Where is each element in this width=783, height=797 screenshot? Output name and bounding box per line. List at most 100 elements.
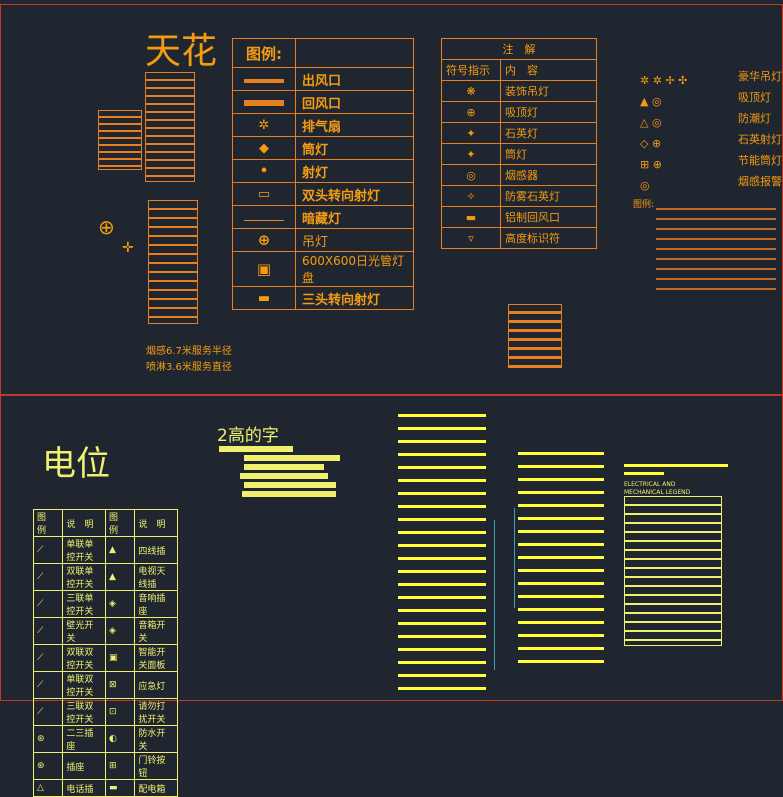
fog-quartz-icon: ✧ [441,185,501,207]
table-cell: 配电箱 [134,779,178,797]
return-vent-icon [244,99,284,106]
table-cell: 音响插座 [134,590,178,618]
table-header: 说 明 [134,509,178,537]
electric-list-bracket [514,508,519,608]
right-label: 节能筒灯 [738,154,782,167]
electric-subtitle: 2高的字 [217,426,279,446]
electric-list-column-2 [518,442,604,664]
legend-label: 筒灯 [295,136,414,160]
table-header: 图 例 [104,509,136,537]
height-marker-icon: ▿ [441,227,501,249]
mini-legend-block [98,110,142,170]
electric-title: 电位 [42,444,110,484]
legend-label: 射灯 [295,159,414,183]
mini-legend-block [148,200,198,324]
note-label: 筒灯 [500,143,597,165]
table-cell: 三联单控开关 [62,590,106,618]
note-label: 铝制回风口 [500,206,597,228]
text-bar [244,455,340,461]
notes-col2: 内 容 [500,59,597,81]
pendant-icon: ⊕ [232,228,296,252]
table-cell: 电话插 [62,779,106,797]
legend-label: 600X600日光管灯盘 [295,251,414,287]
right-label: 吸顶灯 [738,91,771,104]
chandelier-icon: ❋ [441,80,501,102]
ceiling-title: 天花 [145,31,218,72]
table-cell: 壁光开关 [62,617,106,645]
triple-spotlight-icon: ▬ [232,286,296,310]
table-cell: 单联双控开关 [62,671,106,699]
note-label: 防雾石英灯 [500,185,597,207]
table-cell: 门铃按钮 [134,752,178,780]
table-cell: 电视天线插 [134,563,178,591]
legend-header: 图例: [232,38,296,68]
legend-title-1: ELECTRICAL AND [624,481,676,488]
note-label: 高度标识符 [500,227,597,249]
table-cell: 音箱开关 [134,617,178,645]
right-label: 豪华吊灯 [738,70,782,83]
detector-note-2: 喷淋3.6米服务直径 [146,362,232,373]
text-bar [244,482,336,488]
smoke-detector-icon: ◎ [441,164,501,186]
table-cell: 应急灯 [134,671,178,699]
right-label: 石英射灯 [738,133,782,146]
downlight-icon: ◆ [232,136,296,160]
crosshair-icon: ⊕ [98,215,115,239]
ceiling-legend-table: 图例: 出风口 回风口 ✲排气扇 ◆筒灯 •射灯 ▭双头转向射灯 暗藏灯 ⊕吊灯… [232,38,414,310]
mini-legend-block [145,72,195,182]
grid-light-icon: ▣ [232,251,296,287]
electric-legend-table: 图 例 说 明 图 例 说 明 ⟋单联单控开关▲四线插 ⟋双联单控开关▲电视天线… [32,509,178,797]
note-label: 装饰吊灯 [500,80,597,102]
text-bar [219,446,293,452]
supply-vent-icon [244,78,284,83]
notes-col1: 符号指示 [441,59,501,81]
lamp-icons: ✲ ✲ ✢ ✣▲ ◎△ ◎◇ ⊕⊞ ⊕◎ [640,74,688,192]
electric-list-column [398,404,486,694]
legend-label: 出风口 [295,67,414,91]
table-cell: 双联双控开关 [62,644,106,672]
mechanical-legend-table [624,496,722,646]
text-bar [244,464,324,470]
hidden-light-icon [244,219,284,221]
ceiling-notes-table: 注 解 符号指示内 容 ❋装饰吊灯 ⊕吸顶灯 ✦石英灯 ✦筒灯 ◎烟感器 ✧防雾… [441,38,597,249]
legend-label: 暗藏灯 [295,205,414,229]
double-spotlight-icon: ▭ [232,182,296,206]
mini-legend-block [508,304,562,368]
legend-label: 双头转向射灯 [295,182,414,206]
legend-title-2: MECHANICAL LEGEND [624,489,691,496]
table-cell: 四线插 [134,536,178,564]
table-cell: 三联双控开关 [62,698,106,726]
right-label: 防潮灯 [738,112,771,125]
notes-header: 注 解 [441,38,597,60]
note-label: 石英灯 [500,122,597,144]
table-cell: 单联单控开关 [62,536,106,564]
text-bar [242,491,336,497]
exhaust-fan-icon: ✲ [232,113,296,137]
crosshair-icon: ✛ [122,240,134,256]
legend-label: 回风口 [295,90,414,114]
table-cell: 双联单控开关 [62,563,106,591]
yellow-heading-bar [624,464,728,467]
table-cell: 智能开关面板 [134,644,178,672]
table-cell: 防水开关 [134,725,178,753]
quartz-light-icon: ✦ [441,122,501,144]
right-legend-bars [656,200,776,290]
table-cell: 插座 [62,752,106,780]
note-label: 烟感器 [500,164,597,186]
table-header: 图 例 [32,509,64,537]
text-bar [240,473,328,479]
detector-note-1: 烟感6.7米服务半径 [146,346,232,357]
electric-list-bracket [488,520,495,670]
legend-label: 排气扇 [295,113,414,137]
ceiling-light-icon: ⊕ [441,101,501,123]
table-cell: 二三插座 [62,725,106,753]
yellow-heading-bar [624,472,664,475]
right-legend-title: 图例: [633,200,655,210]
right-label: 烟感报警 [738,175,782,188]
table-header: 说 明 [62,509,106,537]
downlight-icon: ✦ [441,143,501,165]
legend-label: 三头转向射灯 [295,286,414,310]
note-label: 吸顶灯 [500,101,597,123]
spotlight-icon: • [232,159,296,183]
return-vent-icon: ▬ [441,206,501,228]
